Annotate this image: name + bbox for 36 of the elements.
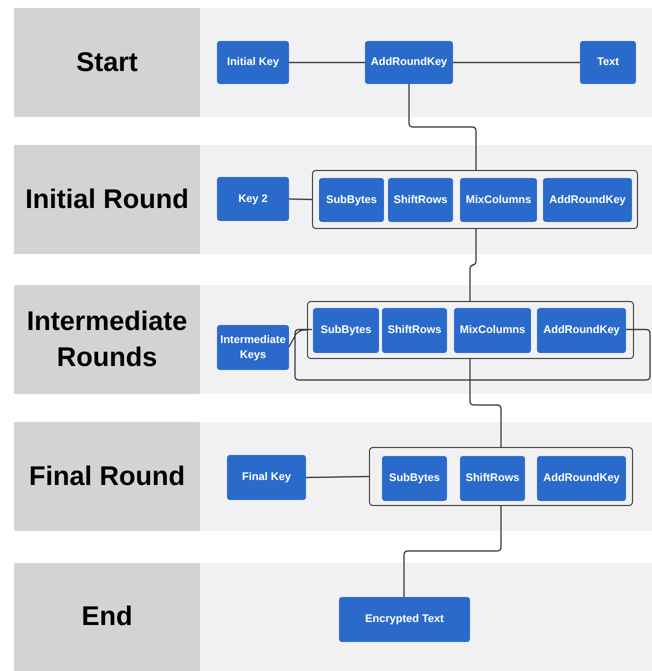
connector-line	[469, 229, 477, 301]
step-box: Key 2	[217, 177, 289, 221]
connector-line	[453, 62, 580, 64]
stage-heading: Initial Round	[14, 145, 200, 254]
step-box: Intermediate Keys	[217, 325, 289, 370]
step-box: Encrypted Text	[339, 597, 470, 642]
step-box: AddRoundKey	[543, 178, 632, 222]
stage-heading: Intermediate Rounds	[14, 285, 200, 394]
group-outline	[369, 447, 633, 506]
step-box: ShiftRows	[460, 456, 525, 501]
step-box: AddRoundKey	[365, 41, 453, 84]
step-box: SubBytes	[382, 456, 447, 501]
connector-line	[289, 62, 365, 64]
step-box: SubBytes	[313, 308, 379, 353]
step-box: Final Key	[227, 455, 306, 500]
step-box: ShiftRows	[388, 178, 453, 222]
connector-line	[288, 198, 312, 200]
stage-heading: Final Round	[14, 422, 200, 531]
connector-line	[403, 506, 502, 597]
step-box: AddRoundKey	[537, 308, 626, 353]
connector-line	[469, 359, 502, 447]
step-box: Initial Key	[217, 41, 289, 84]
step-box: MixColumns	[460, 178, 537, 222]
connector-line	[288, 329, 307, 348]
connector-line	[306, 476, 370, 478]
stage-heading: End	[14, 563, 200, 671]
connector-line	[294, 328, 651, 381]
connector-line	[408, 84, 477, 170]
step-box: SubBytes	[319, 178, 384, 222]
stage-heading: Start	[14, 8, 200, 117]
step-box: MixColumns	[454, 308, 531, 353]
step-box: Text	[580, 41, 636, 84]
step-box: AddRoundKey	[537, 456, 626, 501]
group-outline	[312, 170, 638, 229]
step-box: ShiftRows	[382, 308, 447, 353]
group-outline	[307, 301, 634, 359]
